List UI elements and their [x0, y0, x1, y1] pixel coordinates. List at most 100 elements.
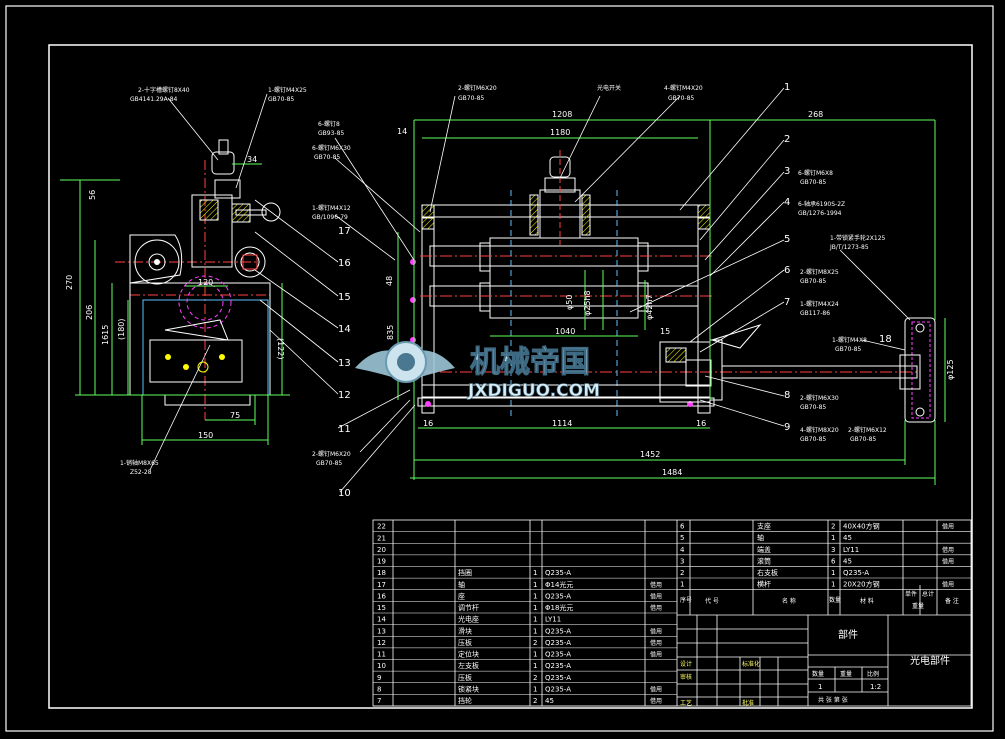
balloon-6: 6: [784, 265, 790, 276]
bom-header-w1: 单件: [905, 590, 917, 598]
drawing-frame: [48, 44, 973, 709]
leader-lines: [149, 87, 911, 493]
bom-cell-no: 15: [377, 604, 386, 612]
leader-label: 6-轴承6190S-2Z: [798, 200, 845, 208]
bom-cell-name: 轴: [458, 580, 465, 589]
dim-text: 1484: [662, 468, 682, 477]
title-check: 审核: [680, 673, 692, 681]
bom-cell-material: Q235-A: [545, 685, 571, 693]
dim-text: 1452: [640, 450, 660, 459]
logo-english: JXDIGUO.COM: [467, 381, 600, 401]
leader-label: 4-螺钉M8X20: [800, 426, 839, 434]
leader-label: GB93-85: [318, 130, 344, 137]
bom-cell-no: 20: [377, 546, 386, 554]
bom-cell-no: 13: [377, 627, 386, 635]
bom-cell-no: 14: [377, 616, 386, 624]
sheet-border: [5, 5, 994, 732]
leader-label: GB/1096-79: [312, 214, 348, 221]
dim-text: 835: [386, 325, 395, 340]
front-view: [397, 119, 946, 485]
bom-cell-no: 17: [377, 581, 386, 589]
bom-cell-no: 8: [377, 685, 381, 693]
bom-cell-material: 45: [843, 557, 852, 565]
leader-label: 6-螺钉8: [318, 120, 340, 128]
bom-cell-note: 借用: [650, 697, 662, 705]
bom-cell-name: 右支板: [757, 568, 778, 577]
bom-cell-qty: 1: [533, 651, 537, 659]
bom-header-code: 代 号: [705, 597, 719, 605]
bom-header-qty: 数量: [829, 596, 841, 604]
bom-cell-name: 挡圈: [458, 568, 472, 577]
leader-label: GB70-85: [800, 278, 826, 285]
bom-cell-no: 9: [377, 674, 381, 682]
leader-label: GB70-85: [314, 154, 340, 161]
dim-text: 1180: [550, 128, 570, 137]
bom-cell-qty: 2: [831, 523, 835, 531]
bom-cell-no: 5: [680, 534, 684, 542]
bom-cell-name: 挡轮: [458, 696, 472, 705]
leader-label: 4-螺钉M4X20: [664, 84, 703, 92]
dim-text: φ25h8: [583, 290, 592, 316]
title-f1: 数量: [812, 670, 824, 678]
dim-text: 1208: [552, 110, 572, 119]
balloon-3: 3: [784, 166, 790, 177]
leader-label: 1-螺钉M4X8: [832, 336, 867, 344]
bom-cell-material: Q235-A: [545, 592, 571, 600]
bom-header-no: 序号: [680, 596, 692, 604]
watermark-logo: 机械帝国 JXDIGUO.COM: [355, 341, 600, 401]
leader-label: 光电开关: [597, 84, 621, 92]
leader-label: GB4141.29A-84: [130, 96, 178, 103]
bom-cell-qty: 1: [533, 662, 537, 670]
bom-cell-qty: 1: [831, 569, 835, 577]
bom-cell-no: 7: [377, 697, 381, 705]
title-approve: 批准: [742, 699, 754, 707]
balloon-11: 11: [338, 424, 351, 435]
bom-cell-no: 6: [680, 523, 685, 531]
balloon-13: 13: [338, 358, 351, 369]
bom-cell-note: 借用: [942, 581, 954, 589]
bom-cell-no: 11: [377, 651, 386, 659]
title-name: 光电部件: [910, 654, 950, 667]
title-count: 1: [818, 683, 822, 691]
leader-label: Z52-28: [130, 469, 152, 476]
leader-label: GB70-85: [850, 436, 876, 443]
balloon-9: 9: [784, 422, 790, 433]
dim-text: 120: [198, 278, 213, 287]
bom-cell-no: 3: [680, 557, 684, 565]
balloon-5: 5: [784, 234, 790, 245]
bom-cell-qty: 1: [533, 685, 537, 693]
bom-header-note: 备 注: [945, 597, 959, 605]
leader-label: 1-螺钉M4X12: [312, 204, 351, 212]
bom-cell-note: 借用: [942, 523, 954, 531]
dim-text: 206: [85, 305, 94, 320]
bom-cell-name: 座: [458, 591, 465, 600]
bom-cell-name: 滑块: [458, 626, 472, 635]
dim-text: 1114: [552, 419, 572, 428]
bom-cell-no: 18: [377, 569, 386, 577]
balloon-4: 4: [784, 197, 790, 208]
leader-label: GB/1276-1994: [798, 210, 842, 217]
balloon-1: 1: [784, 82, 790, 93]
title-process: 工艺: [680, 699, 692, 707]
bom-cell-material: Q235-A: [545, 674, 571, 682]
dim-text: 48: [385, 276, 394, 286]
bom-cell-qty: 1: [533, 616, 537, 624]
bom-cell-qty: 1: [831, 581, 835, 589]
bom-cell-material: LY11: [843, 546, 859, 554]
bom-header-mat: 材 料: [860, 597, 874, 605]
bom-header-wt: 重量: [912, 602, 924, 610]
bom-cell-material: Q235-A: [545, 627, 571, 635]
bom-cell-note: 借用: [650, 651, 662, 659]
title-scale: 1:2: [870, 683, 881, 691]
leader-label: 1-螺钉M4X24: [800, 300, 839, 308]
bom-cell-name: 滚筒: [757, 556, 771, 565]
bom-cell-name: 轴: [757, 533, 764, 542]
bom-cell-qty: 1: [533, 569, 537, 577]
bom-cell-material: LY11: [545, 616, 561, 624]
title-f3: 比例: [867, 670, 879, 678]
leader-label: GB70-85: [458, 95, 484, 102]
bom-cell-no: 2: [680, 569, 684, 577]
leader-label: 6-螺钉M6X8: [798, 169, 833, 177]
